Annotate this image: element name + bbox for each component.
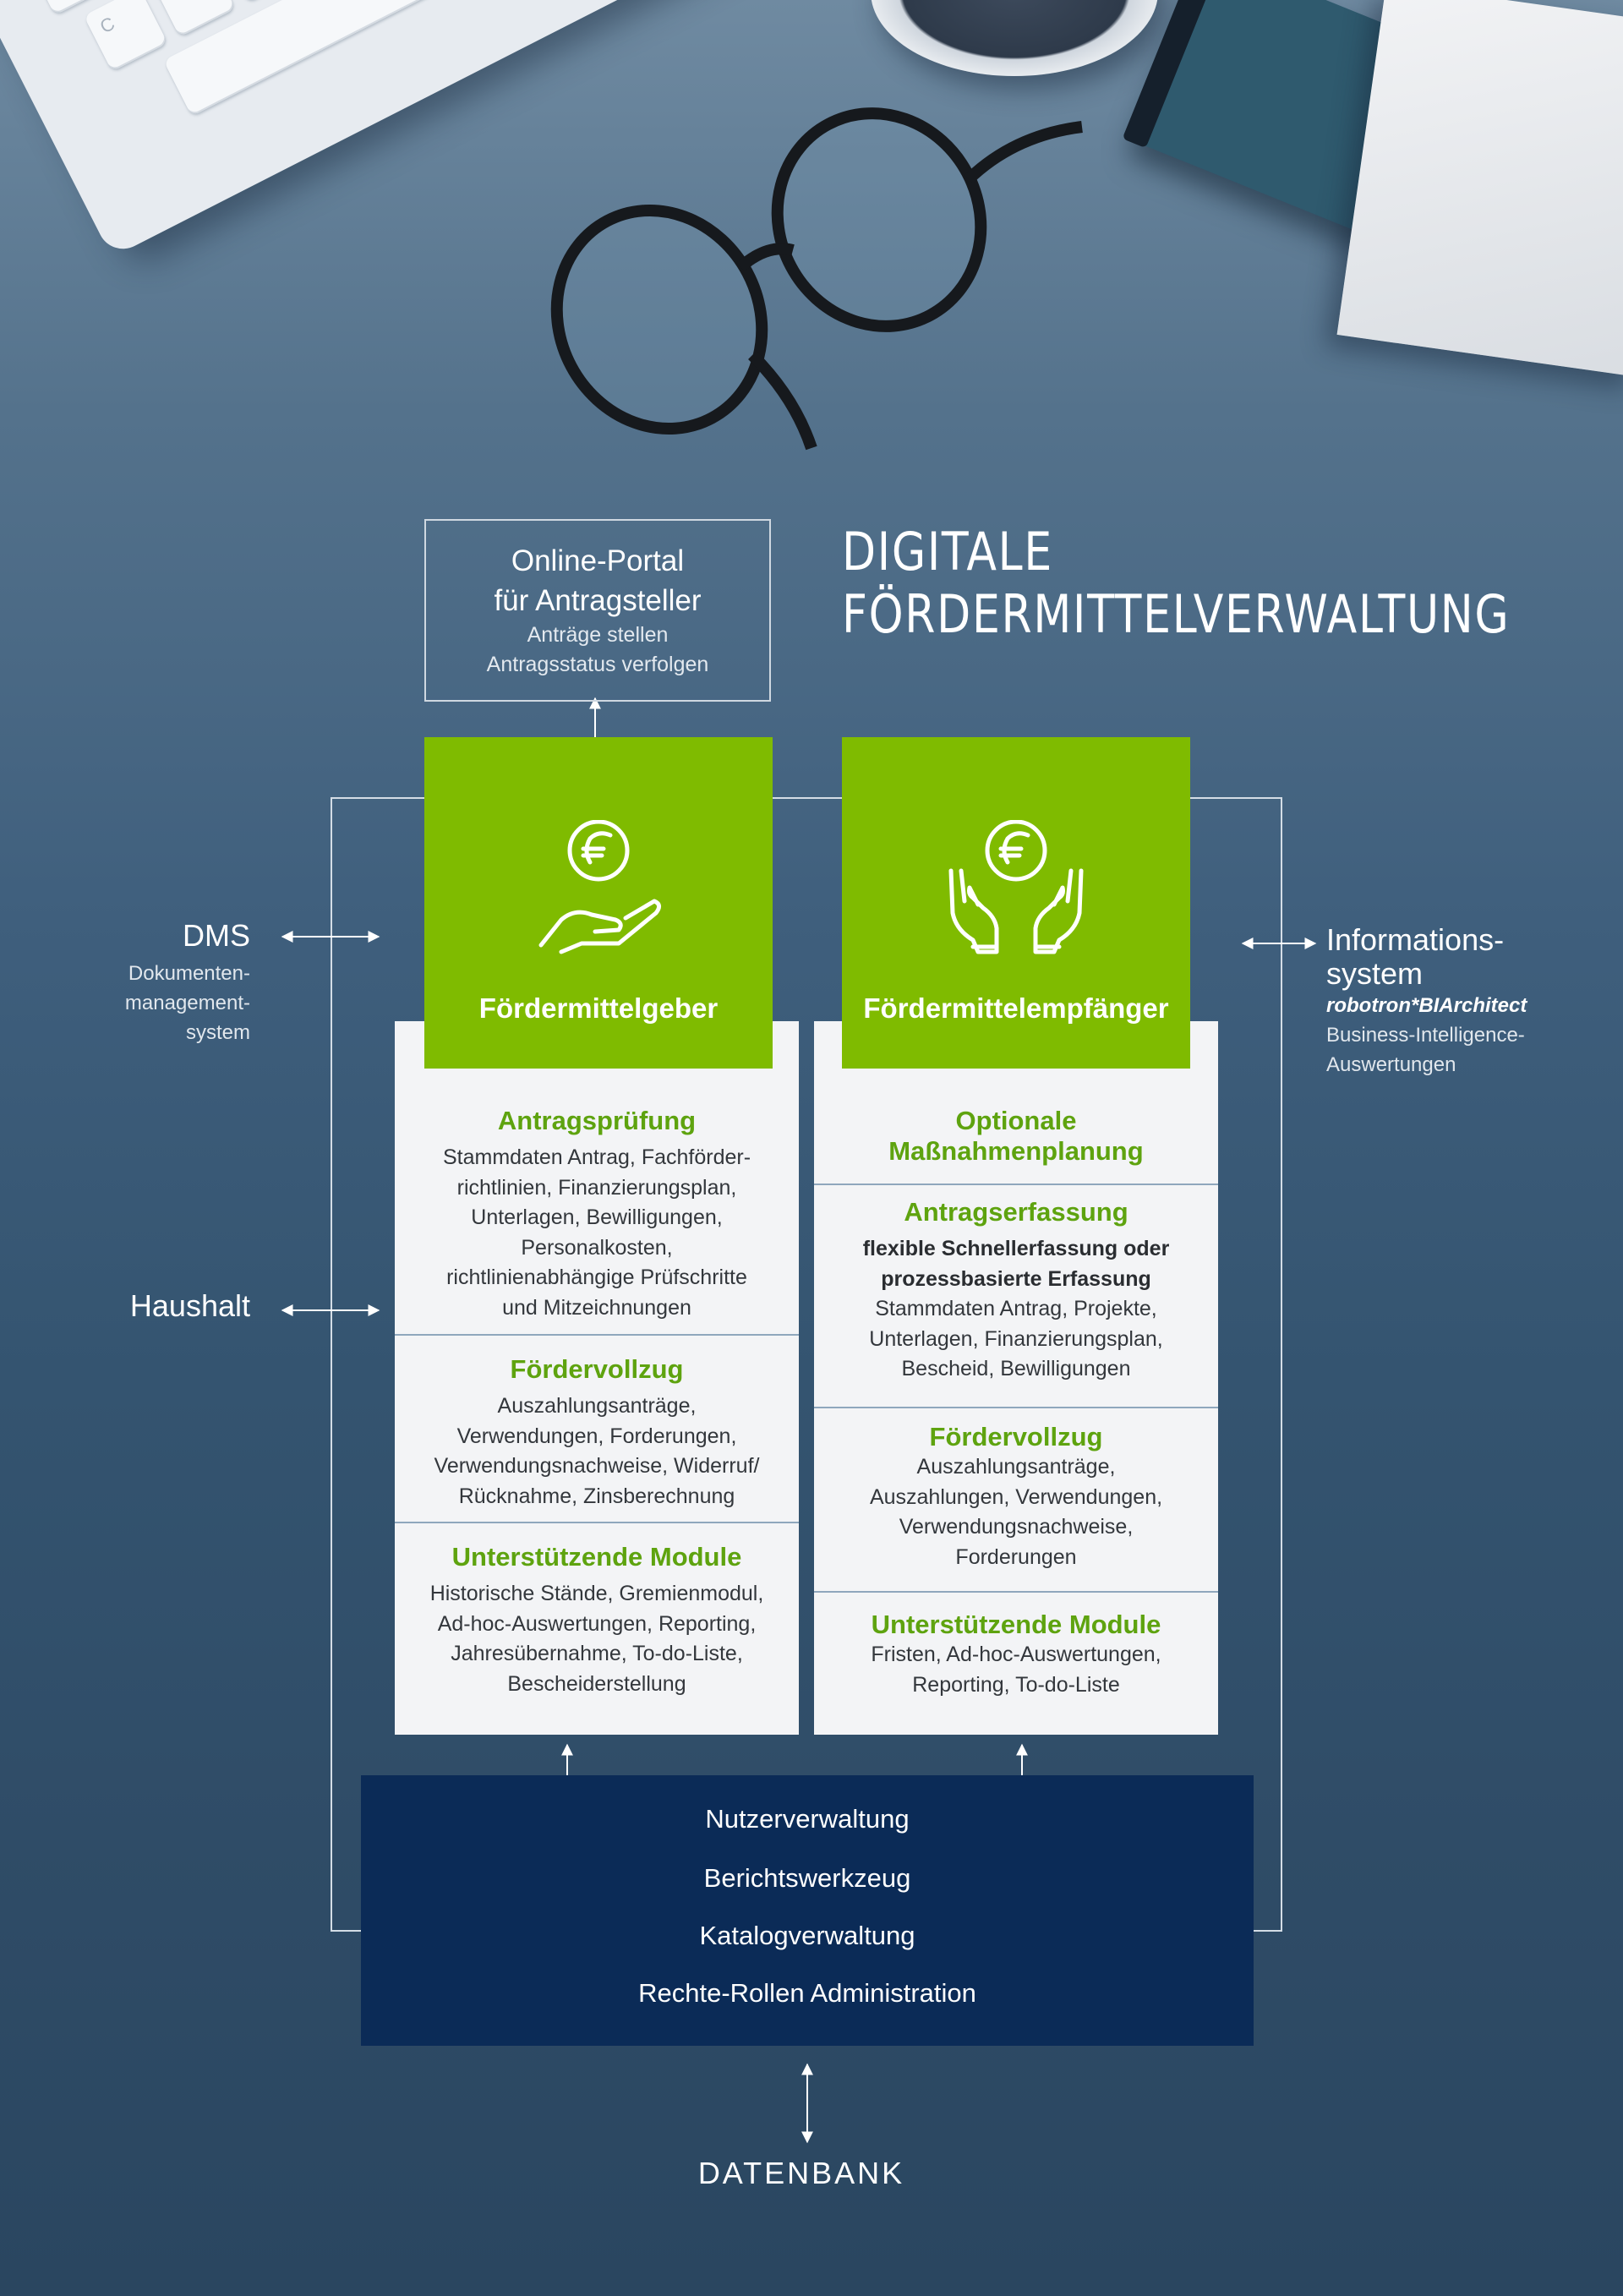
online-portal-box: Online-Portal für Antragsteller Anträge … [424, 519, 771, 702]
section-bold-line: flexible Schnellerfassung oder [862, 1237, 1170, 1260]
dms-title: DMS [183, 918, 250, 953]
section-line: Stammdaten Antrag, Fachförder- [442, 1145, 751, 1169]
foerdermittelempfaenger-label: Fördermittelempfänger [863, 992, 1169, 1024]
infosystem-title-line2: system [1326, 956, 1424, 991]
section-line: Auszahlungen, Verwendungen, [869, 1484, 1163, 1509]
foerdermittelgeber-label: Fördermittelgeber [478, 992, 719, 1024]
admin-item-katalogverwaltung: Katalogverwaltung [699, 1921, 915, 1950]
section-line: und Mitzeichnungen [502, 1295, 691, 1320]
empfaenger-section-foerdervollzug: Fördervollzug Auszahlungsanträge, Auszah… [814, 1422, 1218, 1572]
euro-coin-hand-icon [538, 820, 661, 954]
dms-label: DMS Dokumenten- management- system [125, 918, 250, 1047]
frame-line-right [1189, 797, 1282, 1932]
geber-panel: Antragsprüfung Stammdaten Antrag, Fachfö… [395, 1021, 799, 1735]
section-line: richtlinien, Finanzierungsplan, [456, 1175, 737, 1200]
dms-sub-line: system [185, 1021, 250, 1044]
section-line: Historische Stände, Gremienmodul, [429, 1582, 764, 1605]
portal-sub-line1: Anträge stellen [527, 623, 669, 647]
main-title-line1: DIGITALE [842, 521, 1053, 582]
section-line: Bescheiderstellung [507, 1671, 686, 1696]
section-divider [395, 1334, 799, 1336]
main-title-line2: FÖRDERMITTELVERWALTUNG [842, 583, 1511, 645]
portal-title-line2: für Antragsteller [494, 584, 702, 617]
haushalt-label: Haushalt [129, 1288, 250, 1323]
infosystem-label: Informations- system robotron*BIArchitec… [1326, 923, 1527, 1080]
section-line: Ad-hoc-Auswertungen, Reporting, [437, 1611, 757, 1636]
section-line: Jahresübernahme, To-do-Liste, [451, 1642, 743, 1665]
geber-section-module: Unterstützende Module Historische Stände… [395, 1542, 799, 1699]
section-line: Forderungen [955, 1544, 1077, 1569]
section-line: Unterlagen, Finanzierungsplan, [869, 1326, 1163, 1351]
frame-line-left [331, 797, 424, 1932]
admin-item-nutzerverwaltung: Nutzerverwaltung [705, 1804, 910, 1834]
section-title: Maßnahmenplanung [888, 1136, 1144, 1166]
section-title: Antragsprüfung [497, 1106, 697, 1135]
infosystem-sub-line: Auswertungen [1326, 1053, 1456, 1076]
section-line: Bescheid, Bewilligungen [901, 1357, 1131, 1380]
section-line: Personalkosten, [521, 1235, 673, 1260]
section-line: Verwendungen, Forderungen, [456, 1424, 737, 1448]
section-bold-line: prozessbasierte Erfassung [881, 1266, 1151, 1291]
section-line: Rücknahme, Zinsberechnung [458, 1484, 735, 1508]
empfaenger-panel: Optionale Maßnahmenplanung Antragserfass… [814, 1021, 1218, 1735]
section-title: Fördervollzug [929, 1422, 1103, 1451]
admin-item-berichtswerkzeug: Berichtswerkzeug [703, 1863, 911, 1893]
administration-box: Nutzerverwaltung Berichtswerkzeug Katalo… [361, 1775, 1254, 2046]
dms-sub-line: management- [124, 992, 250, 1014]
infosystem-sub-line: Business-Intelligence- [1326, 1024, 1525, 1047]
section-title: Optionale [955, 1106, 1077, 1135]
section-line: Fristen, Ad-hoc-Auswertungen, [871, 1643, 1161, 1666]
geber-section-foerdervollzug: Fördervollzug Auszahlungsanträge, Verwen… [395, 1354, 799, 1512]
section-line: Auszahlungsanträge, [916, 1455, 1116, 1479]
glasses-image [550, 107, 1083, 451]
empfaenger-section-massnahmenplanung: Optionale Maßnahmenplanung [814, 1106, 1218, 1167]
desk-photo: T Y U I O P F G H J K L C V B N M ; , . … [0, 0, 1623, 507]
admin-item-rechte-rollen: Rechte-Rollen Administration [638, 1978, 976, 2008]
section-line: Auszahlungsanträge, [497, 1394, 697, 1418]
section-divider [395, 1522, 799, 1523]
empfaenger-section-module: Unterstützende Module Fristen, Ad-hoc-Au… [814, 1610, 1218, 1700]
empfaenger-section-antragserfassung: Antragserfassung flexible Schnellerfassu… [814, 1197, 1218, 1385]
foerdermittelgeber-box: Fördermittelgeber [424, 737, 773, 1069]
section-divider [814, 1591, 1218, 1593]
infosystem-product: robotron*BIArchitect [1326, 994, 1527, 1017]
portal-title-line1: Online-Portal [511, 544, 685, 577]
section-line: Stammdaten Antrag, Projekte, [875, 1297, 1157, 1320]
section-line: Unterlagen, Bewilligungen, [471, 1205, 723, 1229]
section-divider [814, 1184, 1218, 1185]
dms-sub-line: Dokumenten- [128, 962, 250, 985]
foerdermittelempfaenger-box: Fördermittelempfänger [842, 737, 1190, 1069]
section-line: richtlinienabhängige Prüfschritte [446, 1266, 747, 1289]
section-line: Verwendungsnachweise, Widerruf/ [434, 1454, 760, 1478]
geber-section-antragspruefung: Antragsprüfung Stammdaten Antrag, Fachfö… [395, 1106, 799, 1323]
database-label: DATENBANK [697, 2156, 905, 2190]
section-line: Reporting, To-do-Liste [912, 1672, 1120, 1697]
section-divider [814, 1407, 1218, 1408]
section-title: Unterstützende Module [871, 1610, 1161, 1639]
infosystem-title-line1: Informations- [1326, 922, 1505, 957]
section-line: Verwendungsnachweise, [899, 1515, 1134, 1539]
section-title: Unterstützende Module [451, 1542, 742, 1572]
euro-coin-two-hands-icon [948, 820, 1084, 954]
section-title: Fördervollzug [510, 1354, 684, 1384]
section-title: Antragserfassung [904, 1197, 1128, 1227]
portal-sub-line2: Antragsstatus verfolgen [486, 653, 709, 676]
